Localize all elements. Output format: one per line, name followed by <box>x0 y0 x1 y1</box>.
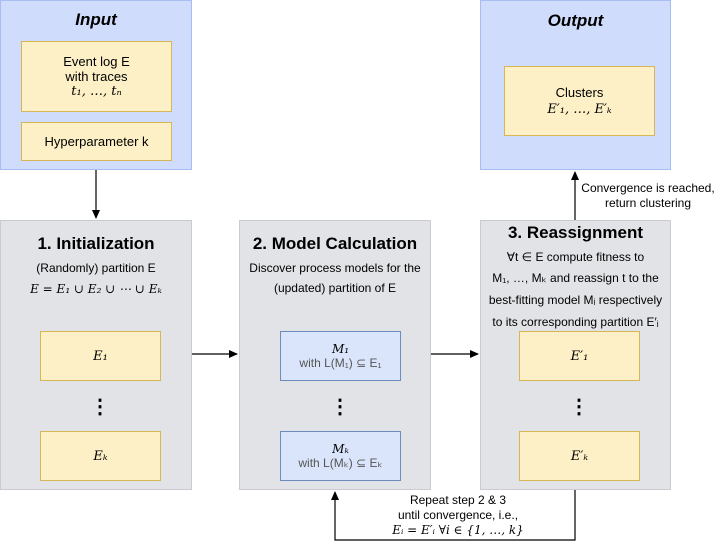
model-calculation-text-2: (updated) partition of E <box>273 281 397 295</box>
output-panel: Output Clusters E′₁, …, E′ₖ <box>480 0 671 170</box>
model-last-name: Mₖ <box>332 442 349 456</box>
hyperparameter-label: Hyperparameter k <box>44 134 149 149</box>
partition-first-label: E₁ <box>93 348 108 364</box>
model-calculation-text-1: Discover process models for the <box>249 261 421 275</box>
model-last-desc: with L(Mₖ) ⊆ Eₖ <box>298 456 383 470</box>
reassignment-text-2: M₁, …, Mₖ and reassign t to the <box>492 271 659 285</box>
convergence-label-line-2: return clustering <box>604 196 692 210</box>
reassigned-box-first: E′₁ <box>519 331 640 381</box>
hyperparameter-box: Hyperparameter k <box>21 122 172 161</box>
partition-last-label: Eₖ <box>93 448 108 464</box>
event-log-traces-formula: t₁, …, tₙ <box>71 84 122 99</box>
repeat-loop-arrow <box>331 490 576 541</box>
output-title: Output <box>547 11 604 30</box>
reassigned-last-label: E′ₖ <box>570 448 589 464</box>
clusters-label: Clusters <box>555 85 604 100</box>
input-panel: Input Event log E with traces t₁, …, tₙ … <box>0 0 192 170</box>
model-calculation-title: 2. Model Calculation <box>252 234 418 253</box>
convergence-label-line-1: Convergence is reached, <box>581 181 715 195</box>
initialization-text: (Randomly) partition E <box>36 261 156 275</box>
clusters-box: Clusters E′₁, …, E′ₖ <box>504 66 655 136</box>
model-box-first: M₁ with L(M₁) ⊆ E₁ <box>280 331 401 381</box>
initialization-formula: E = E₁ ∪ E₂ ∪ ⋯ ∪ Eₖ <box>30 282 162 296</box>
event-log-box: Event log E with traces t₁, …, tₙ <box>21 41 172 112</box>
model-first-name: M₁ <box>331 342 350 356</box>
model-first-desc: with L(M₁) ⊆ E₁ <box>299 356 382 370</box>
repeat-label-line-1: Repeat step 2 & 3 <box>409 493 507 507</box>
reassignment-title: 3. Reassignment <box>507 223 644 242</box>
reassignment-panel: 3. Reassignment ∀t ∈ E compute fitness t… <box>480 220 671 490</box>
convergence-label: Convergence is reached, return clusterin… <box>578 181 718 211</box>
initialization-title: 1. Initialization <box>37 234 155 253</box>
repeat-label-condition: Eᵢ = E′ᵢ ∀i ∈ {1, …, k} <box>392 523 524 537</box>
reassignment-text-1: ∀t ∈ E compute fitness to <box>506 250 645 264</box>
repeat-label: Repeat step 2 & 3 until convergence, i.e… <box>378 493 538 538</box>
clusters-formula: E′₁, …, E′ₖ <box>547 102 612 117</box>
partition-box-first: E₁ <box>40 331 161 381</box>
input-title: Input <box>75 10 117 29</box>
initialization-panel: 1. Initialization (Randomly) partition E… <box>0 220 192 490</box>
model-box-last: Mₖ with L(Mₖ) ⊆ Eₖ <box>280 431 401 481</box>
reassigned-first-label: E′₁ <box>570 348 589 364</box>
reassigned-box-last: E′ₖ <box>519 431 640 481</box>
reassignment-text-3: best-fitting model Mᵢ respectively <box>488 293 663 307</box>
event-log-label: Event log E <box>63 54 130 69</box>
partition-box-last: Eₖ <box>40 431 161 481</box>
model-calculation-panel: 2. Model Calculation Discover process mo… <box>239 220 431 490</box>
reassignment-text-4: to its corresponding partition E′ᵢ <box>492 315 659 329</box>
repeat-label-line-2: until convergence, i.e., <box>397 508 519 522</box>
event-log-traces-label: with traces <box>65 69 128 84</box>
